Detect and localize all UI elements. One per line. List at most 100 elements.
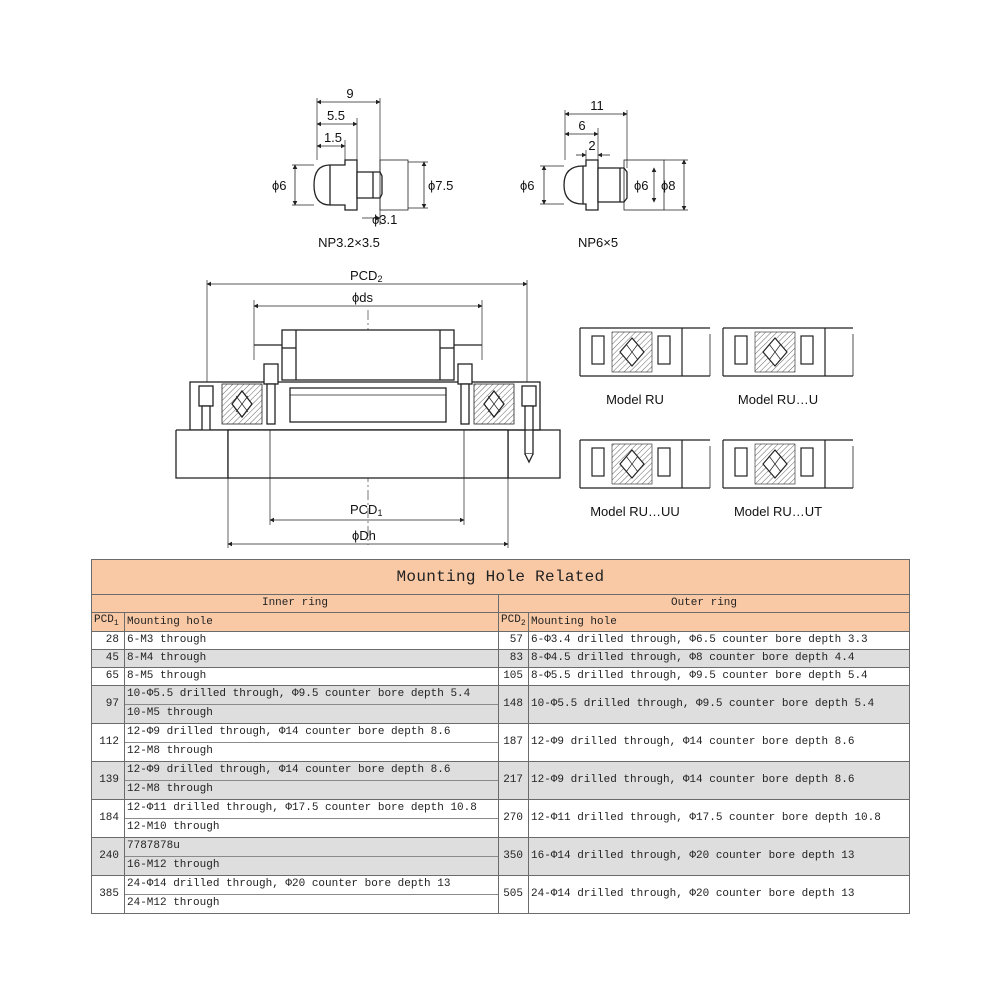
inner-mounting-hole-line: 24-Φ14 drilled through, Φ20 counter bore… [127, 878, 451, 891]
inner-ring-header: Inner ring [91, 594, 499, 613]
inner-mounting-hole-line: 10-Φ5.5 drilled through, Φ9.5 counter bo… [127, 688, 471, 701]
model-thumbnail [722, 327, 854, 377]
pin-np6-label: NP6×5 [578, 235, 618, 250]
table-group-row: Inner ring Outer ring [91, 594, 910, 613]
pcd2-value: 350 [498, 837, 529, 877]
outer-mounting-hole: 10-Φ5.5 drilled through, Φ9.5 counter bo… [528, 685, 910, 725]
table-column-header-row: PCD1 Mounting hole PCD2 Mounting hole [91, 611, 910, 633]
pin-np32-dia-pin: ϕ3.1 [372, 212, 397, 227]
inner-mounting-hole-line: 12-Φ11 drilled through, Φ17.5 counter bo… [127, 802, 477, 815]
inner-mounting-hole: 24-Φ14 drilled through, Φ20 counter bore… [124, 875, 499, 915]
pin-np6-dia-body: ϕ8 [661, 178, 676, 193]
pin-np6-head: 6 [578, 118, 585, 133]
pcd1-value: 385 [91, 875, 125, 915]
pcd1-value: 45 [91, 649, 125, 669]
inner-mounting-hole-line: 12-Φ9 drilled through, Φ14 counter bore … [127, 726, 451, 739]
table-title-row: Mounting Hole Related [91, 559, 910, 595]
pin-np32-drawing [292, 98, 428, 225]
inner-mounting-hole-line: 8-M4 through [127, 652, 207, 665]
pcd2-value: 217 [498, 761, 529, 801]
pcd1-header: PCD1 [91, 611, 125, 633]
pcd1-value: 28 [91, 631, 125, 651]
inner-mounting-hole-line: 10-M5 through [125, 704, 498, 723]
pin-np6-total: 11 [590, 98, 604, 113]
mounting-hole-table: Mounting Hole Related Inner ring Outer r… [91, 559, 910, 915]
inner-mounting-hole-line: 12-M8 through [125, 742, 498, 761]
outer-mounting-hole-header: Mounting hole [528, 611, 910, 633]
outer-mounting-hole: 24-Φ14 drilled through, Φ20 counter bore… [528, 875, 910, 915]
pcd2-header: PCD2 [498, 611, 529, 633]
pcd2-value: 270 [498, 799, 529, 839]
dh-label: ϕDh [352, 528, 376, 543]
pcd1-value: 65 [91, 667, 125, 687]
pin-np32-shoulder: 1.5 [324, 130, 342, 145]
model-label: Model RU…UU [590, 504, 680, 519]
inner-mounting-hole: 8-M4 through [124, 649, 499, 669]
inner-mounting-hole-line: 24-M12 through [125, 894, 498, 913]
pin-np6-shoulder: 2 [588, 138, 595, 153]
pcd1-value: 184 [91, 799, 125, 839]
inner-mounting-hole: 7787878u 16-M12 through [124, 837, 499, 877]
inner-mounting-hole: 12-Φ9 drilled through, Φ14 counter bore … [124, 723, 499, 763]
model-label: Model RU [606, 392, 664, 407]
model-thumbnail [722, 439, 854, 489]
pcd2-value: 105 [498, 667, 529, 687]
outer-mounting-hole: 16-Φ14 drilled through, Φ20 counter bore… [528, 837, 910, 877]
inner-mounting-hole-line: 7787878u [127, 840, 180, 853]
cross-section-drawing [175, 280, 561, 548]
outer-mounting-hole: 8-Φ5.5 drilled through, Φ9.5 counter bor… [528, 667, 910, 687]
inner-mounting-hole: 12-Φ11 drilled through, Φ17.5 counter bo… [124, 799, 499, 839]
inner-mounting-hole-line: 12-Φ9 drilled through, Φ14 counter bore … [127, 764, 451, 777]
inner-mounting-hole: 8-M5 through [124, 667, 499, 687]
model-label: Model RU…U [738, 392, 818, 407]
pin-np32-head: 5.5 [327, 108, 345, 123]
ds-label: ϕds [352, 290, 374, 305]
pin-np32-dia-head: ϕ6 [272, 178, 287, 193]
pin-np6-dia-pin: ϕ6 [634, 178, 649, 193]
pin-np32-dia-body: ϕ7.5 [428, 178, 453, 193]
pin-np6-dia-head: ϕ6 [520, 178, 535, 193]
inner-mounting-hole-header: Mounting hole [124, 611, 499, 633]
pcd1-value: 139 [91, 761, 125, 801]
pcd2-value: 57 [498, 631, 529, 651]
model-thumbnail [579, 439, 711, 489]
pin-np6-drawing [540, 110, 688, 211]
pcd1-value: 97 [91, 685, 125, 725]
inner-mounting-hole-line: 12-M10 through [125, 818, 498, 837]
model-thumbnail [579, 327, 711, 377]
model-label: Model RU…UT [734, 504, 822, 519]
outer-mounting-hole: 12-Φ11 drilled through, Φ17.5 counter bo… [528, 799, 910, 839]
outer-mounting-hole: 12-Φ9 drilled through, Φ14 counter bore … [528, 723, 910, 763]
inner-mounting-hole-line: 8-M5 through [127, 670, 207, 683]
outer-mounting-hole: 6-Φ3.4 drilled through, Φ6.5 counter bor… [528, 631, 910, 651]
table-title: Mounting Hole Related [91, 559, 910, 595]
pcd2-label: PCD2 [350, 268, 382, 284]
inner-mounting-hole-line: 6-M3 through [127, 634, 207, 647]
inner-mounting-hole: 10-Φ5.5 drilled through, Φ9.5 counter bo… [124, 685, 499, 725]
inner-mounting-hole-line: 12-M8 through [125, 780, 498, 799]
pin-np32-label: NP3.2×3.5 [318, 235, 380, 250]
model-thumbnails: Model RU Model RU…U Model RU…UU Model RU…UT [579, 327, 854, 519]
outer-mounting-hole: 8-Φ4.5 drilled through, Φ8 counter bore … [528, 649, 910, 669]
inner-mounting-hole: 6-M3 through [124, 631, 499, 651]
pcd2-value: 505 [498, 875, 529, 915]
pin-np32-total: 9 [346, 86, 353, 101]
inner-mounting-hole-line: 16-M12 through [125, 856, 498, 875]
pcd2-value: 83 [498, 649, 529, 669]
pcd1-value: 112 [91, 723, 125, 763]
drawings: 9 5.5 1.5 ϕ6 ϕ7.5 ϕ3.1 NP3.2×3.5 11 6 2 … [175, 86, 854, 548]
pcd2-value: 187 [498, 723, 529, 763]
pcd1-value: 240 [91, 837, 125, 877]
outer-mounting-hole: 12-Φ9 drilled through, Φ14 counter bore … [528, 761, 910, 801]
inner-mounting-hole: 12-Φ9 drilled through, Φ14 counter bore … [124, 761, 499, 801]
